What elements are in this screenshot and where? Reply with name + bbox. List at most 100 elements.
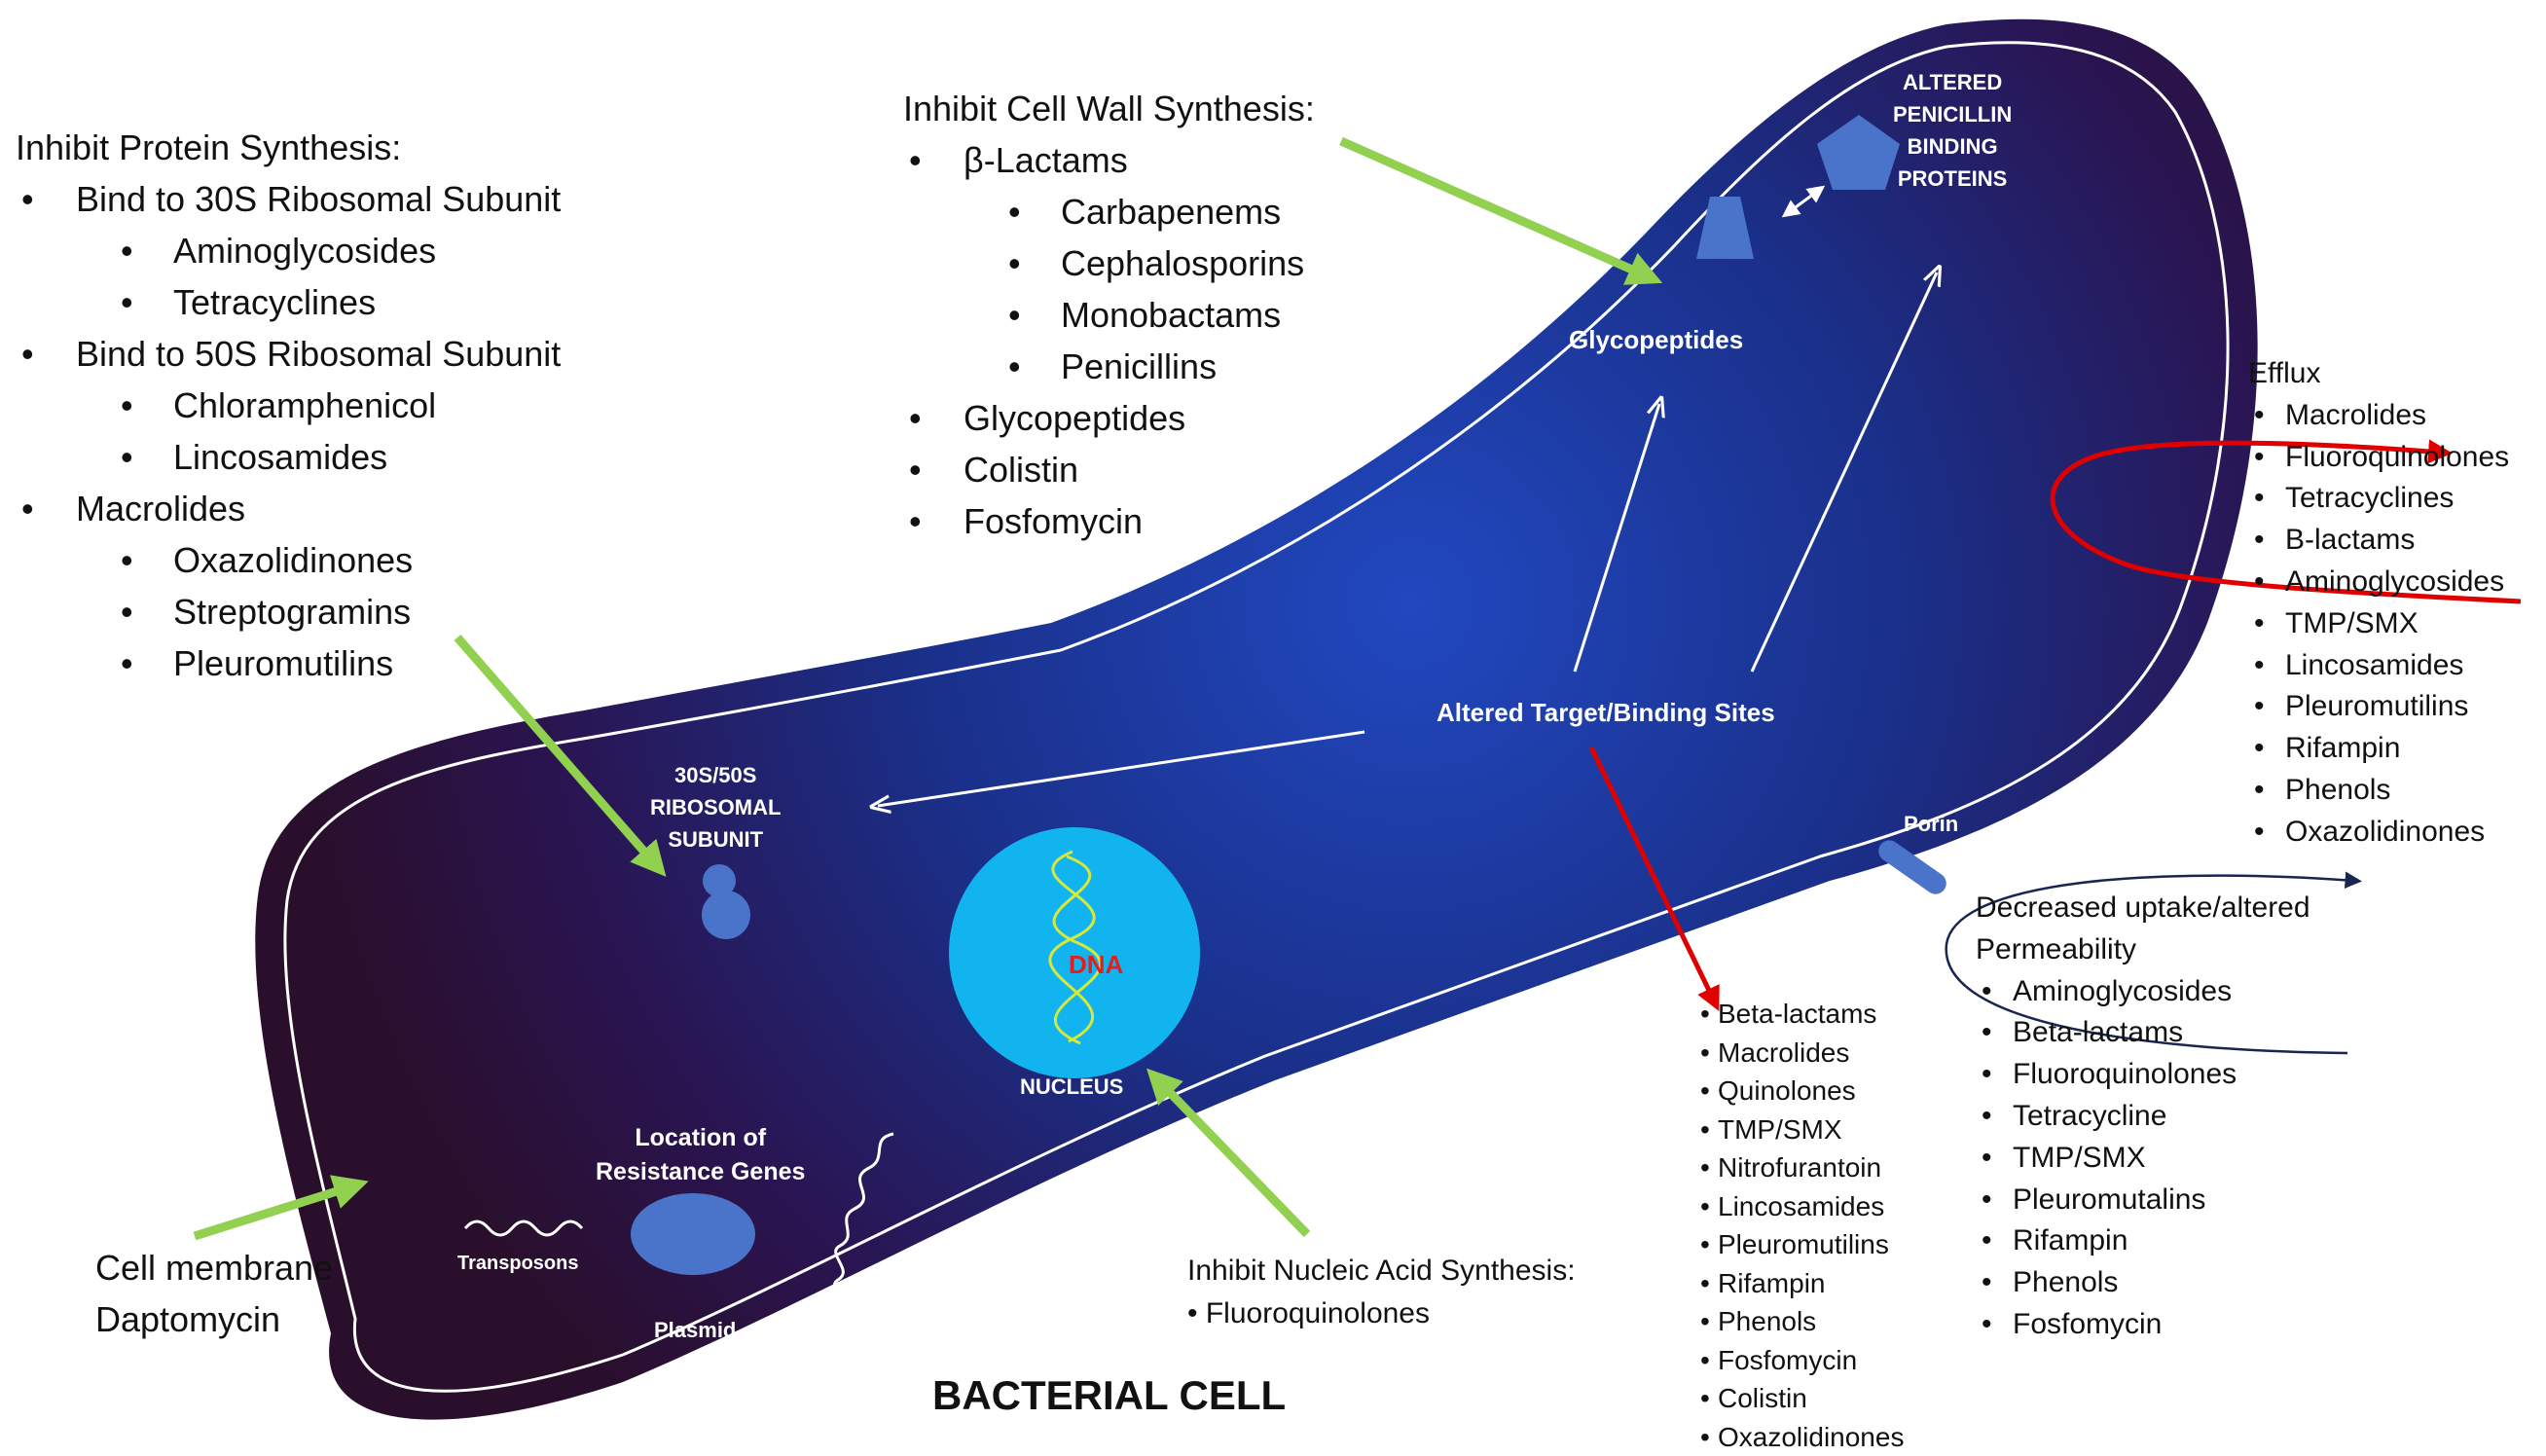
protein-synthesis-item: Tetracyclines <box>16 276 561 328</box>
dna-label: DNA <box>1069 950 1124 979</box>
altered-target-item: Rifampin <box>1698 1264 1904 1303</box>
uptake-heading-line2: Permeability <box>1976 932 2137 965</box>
arrow-trapezoid-pbp <box>1781 185 1826 218</box>
cell-membrane-label: Cell membrane <box>95 1248 334 1288</box>
dna-helix-strand-2 <box>1052 855 1103 1045</box>
resistance-genes-label: Location of Resistance Genes <box>596 1121 805 1189</box>
ribosome-label-line: RIBOSOMAL <box>650 795 782 819</box>
efflux-list: MacrolidesFluoroquinolonesTetracyclinesB… <box>2248 395 2509 854</box>
pbp-label-line: ALTERED <box>1902 70 2003 94</box>
ribosome-label-line: SUBUNIT <box>668 827 764 852</box>
porin-label: Porin <box>1904 812 1959 836</box>
altered-target-item: Oxazolidinones <box>1698 1418 1904 1456</box>
arrow-target-to-list <box>1588 746 1720 1011</box>
resistance-genes-line: Resistance Genes <box>596 1158 806 1185</box>
uptake-block: Decreased uptake/altered Permeability Am… <box>1976 888 2310 1346</box>
uptake-item: Aminoglycosides <box>1976 971 2310 1013</box>
ribosome-30s-icon <box>703 864 736 897</box>
protein-synthesis-block: Inhibit Protein Synthesis: Bind to 30S R… <box>16 122 561 689</box>
altered-target-item: Beta-lactams <box>1698 995 1904 1034</box>
uptake-item: Rifampin <box>1976 1220 2310 1262</box>
altered-target-item: Phenols <box>1698 1302 1904 1341</box>
altered-target-item: Nitrofurantoin <box>1698 1148 1904 1187</box>
nucleus-icon <box>949 827 1200 1078</box>
cell-wall-item: Glycopeptides <box>903 392 1315 444</box>
cell-wall-item: Monobactams <box>903 289 1315 341</box>
cell-outer-body <box>255 18 2258 1420</box>
uptake-item: Fosfomycin <box>1976 1304 2310 1346</box>
efflux-item: Lincosamides <box>2248 645 2509 687</box>
uptake-item: TMP/SMX <box>1976 1138 2310 1180</box>
efflux-item: Aminoglycosides <box>2248 562 2509 603</box>
arrow-membrane <box>193 1175 369 1241</box>
protein-synthesis-item: Oxazolidinones <box>16 534 561 586</box>
cell-wall-item: Cephalosporins <box>903 237 1315 289</box>
cell-wall-item: β-Lactams <box>903 134 1315 186</box>
ribosome-label: 30S/50S RIBOSOMAL SUBUNIT <box>650 759 781 855</box>
altered-target-item: Quinolones <box>1698 1072 1904 1110</box>
protein-synthesis-item: Pleuromutilins <box>16 637 561 689</box>
arrow-cell-wall-to-glycopeptides <box>1339 136 1663 285</box>
resistance-genes-line: Location of <box>635 1124 767 1151</box>
protein-synthesis-list: Bind to 30S Ribosomal SubunitAminoglycos… <box>16 173 561 689</box>
nucleus-label: NUCLEUS <box>1020 1074 1124 1099</box>
altered-target-item: Colistin <box>1698 1379 1904 1418</box>
arrow-target-to-glycopeptides <box>1573 404 1659 673</box>
arrow-target-to-pbp <box>1750 273 1937 673</box>
uptake-item: Phenols <box>1976 1262 2310 1304</box>
protein-synthesis-item: Macrolides <box>16 483 561 534</box>
chromosome-icon <box>832 1132 894 1335</box>
efflux-item: TMP/SMX <box>2248 603 2509 645</box>
efflux-item: Tetracyclines <box>2248 478 2509 520</box>
pbp-label: ALTERED PENICILLIN BINDING PROTEINS <box>1893 66 2012 195</box>
efflux-item: Macrolides <box>2248 395 2509 437</box>
protein-synthesis-item: Aminoglycosides <box>16 225 561 276</box>
glycopeptides-label: Glycopeptides <box>1569 325 1744 354</box>
arrow-nucleic-to-nucleus <box>1146 1068 1311 1238</box>
protein-synthesis-item: Chloramphenicol <box>16 380 561 431</box>
cell-membrane-block: Cell membrane Daptomycin <box>95 1242 333 1345</box>
uptake-item: Beta-lactams <box>1976 1012 2310 1054</box>
pbp-pentagon-icon <box>1817 115 1900 190</box>
cell-wall-item: Colistin <box>903 444 1315 495</box>
altered-target-item: Pleuromutilins <box>1698 1225 1904 1264</box>
cell-wall-item: Penicillins <box>903 341 1315 392</box>
arrow-target-to-ribosome <box>878 730 1365 806</box>
altered-target-item: Lincosamides <box>1698 1187 1904 1226</box>
glycopeptide-trapezoid-icon <box>1696 197 1754 259</box>
uptake-heading-line1: Decreased uptake/altered <box>1976 892 2310 924</box>
plasmid-label: Plasmid <box>654 1318 737 1342</box>
diagram-title: BACTERIAL CELL <box>932 1372 1287 1418</box>
efflux-item: B-lactams <box>2248 520 2509 562</box>
cell-wall-heading: Inhibit Cell Wall Synthesis: <box>903 89 1315 128</box>
protein-synthesis-item: Streptogramins <box>16 586 561 637</box>
protein-synthesis-item: Lincosamides <box>16 431 561 483</box>
efflux-item: Phenols <box>2248 770 2509 812</box>
transposons-label: Transposons <box>457 1253 579 1274</box>
ribosome-label-line: 30S/50S <box>674 763 757 787</box>
chromosome-label: Chromosome <box>793 1318 931 1342</box>
protein-synthesis-item: Bind to 50S Ribosomal Subunit <box>16 328 561 380</box>
cell-wall-item: Fosfomycin <box>903 495 1315 547</box>
protein-synthesis-heading: Inhibit Protein Synthesis: <box>16 127 402 167</box>
plasmid-icon <box>631 1193 755 1275</box>
cell-wall-block: Inhibit Cell Wall Synthesis: β-LactamsCa… <box>903 83 1315 547</box>
ribosome-50s-icon <box>702 891 750 939</box>
efflux-item: Pleuromutilins <box>2248 686 2509 728</box>
cell-wall-list: β-LactamsCarbapenemsCephalosporinsMonoba… <box>903 134 1315 547</box>
efflux-heading: Efflux <box>2248 357 2321 389</box>
efflux-item: Rifampin <box>2248 728 2509 770</box>
efflux-item: Fluoroquinolones <box>2248 437 2509 479</box>
altered-target-list: Beta-lactamsMacrolidesQuinolonesTMP/SMXN… <box>1698 995 1904 1456</box>
uptake-list: AminoglycosidesBeta-lactamsFluoroquinolo… <box>1976 971 2310 1346</box>
efflux-block: Efflux MacrolidesFluoroquinolonesTetracy… <box>2248 353 2509 854</box>
efflux-item: Oxazolidinones <box>2248 812 2509 854</box>
uptake-item: Fluoroquinolones <box>1976 1054 2310 1096</box>
altered-target-item: Fosfomycin <box>1698 1341 1904 1380</box>
cell-membrane-drug: Daptomycin <box>95 1299 281 1339</box>
uptake-item: Tetracycline <box>1976 1096 2310 1138</box>
nucleic-acid-heading: Inhibit Nucleic Acid Synthesis: <box>1187 1255 1576 1287</box>
altered-target-item: TMP/SMX <box>1698 1110 1904 1149</box>
pbp-label-line: PROTEINS <box>1897 166 2008 191</box>
porin-icon <box>1878 840 1946 894</box>
